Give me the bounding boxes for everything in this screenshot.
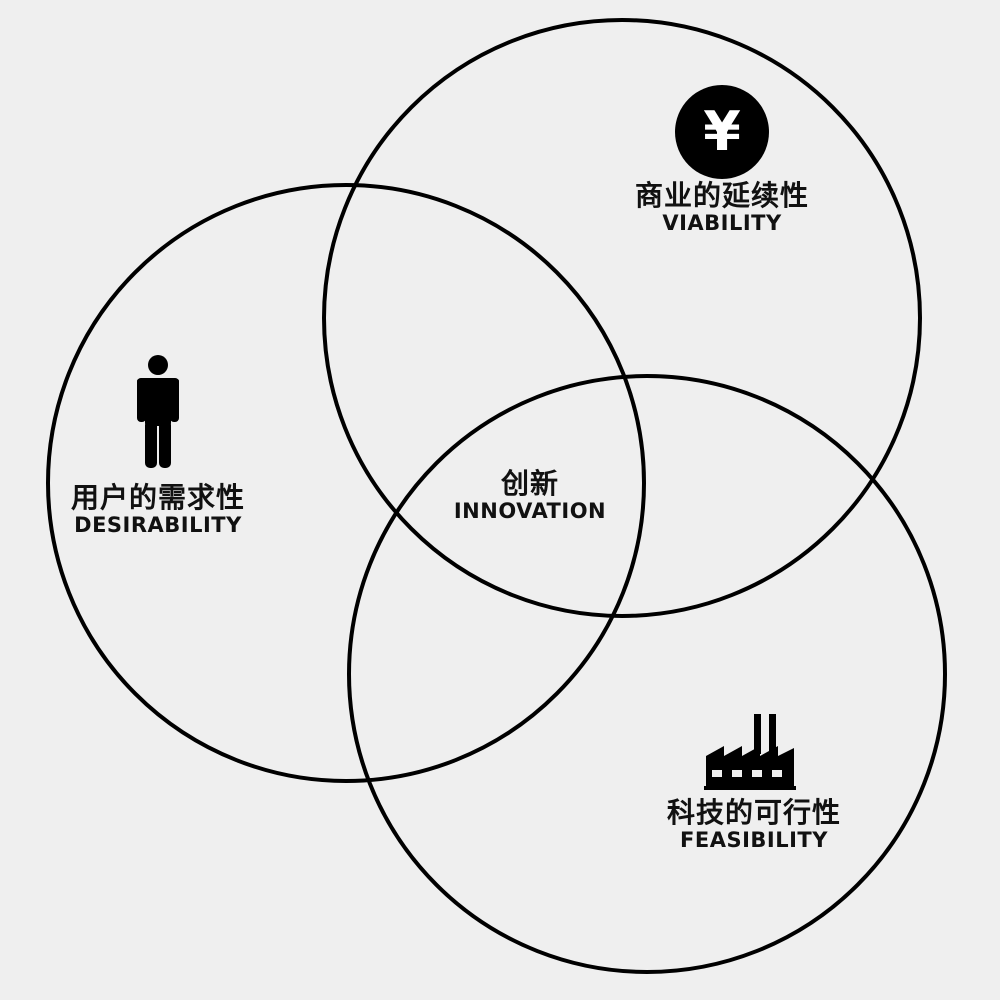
desirability-label-cn: 用户的需求性 bbox=[70, 481, 245, 514]
yen-icon: ¥ bbox=[675, 85, 769, 179]
factory-icon bbox=[704, 714, 796, 790]
feasibility-label-cn: 科技的可行性 bbox=[666, 796, 841, 829]
circle-feasibility bbox=[347, 374, 947, 974]
feasibility-label-en: FEASIBILITY bbox=[680, 828, 828, 852]
label-feasibility: 科技的可行性 FEASIBILITY bbox=[644, 799, 864, 851]
yen-symbol: ¥ bbox=[703, 100, 741, 163]
circle-desirability bbox=[46, 183, 646, 783]
person-icon bbox=[137, 355, 179, 468]
circle-viability bbox=[322, 18, 922, 618]
desirability-label-en: DESIRABILITY bbox=[74, 513, 242, 537]
viability-label-en: VIABILITY bbox=[662, 211, 782, 235]
innovation-label-en: INNOVATION bbox=[453, 499, 607, 523]
label-desirability: 用户的需求性 DESIRABILITY bbox=[48, 484, 268, 536]
viability-label-cn: 商业的延续性 bbox=[634, 179, 809, 212]
label-innovation: 创新 INNOVATION bbox=[430, 470, 630, 522]
innovation-label-cn: 创新 bbox=[500, 467, 559, 500]
label-viability: 商业的延续性 VIABILITY bbox=[612, 182, 832, 234]
